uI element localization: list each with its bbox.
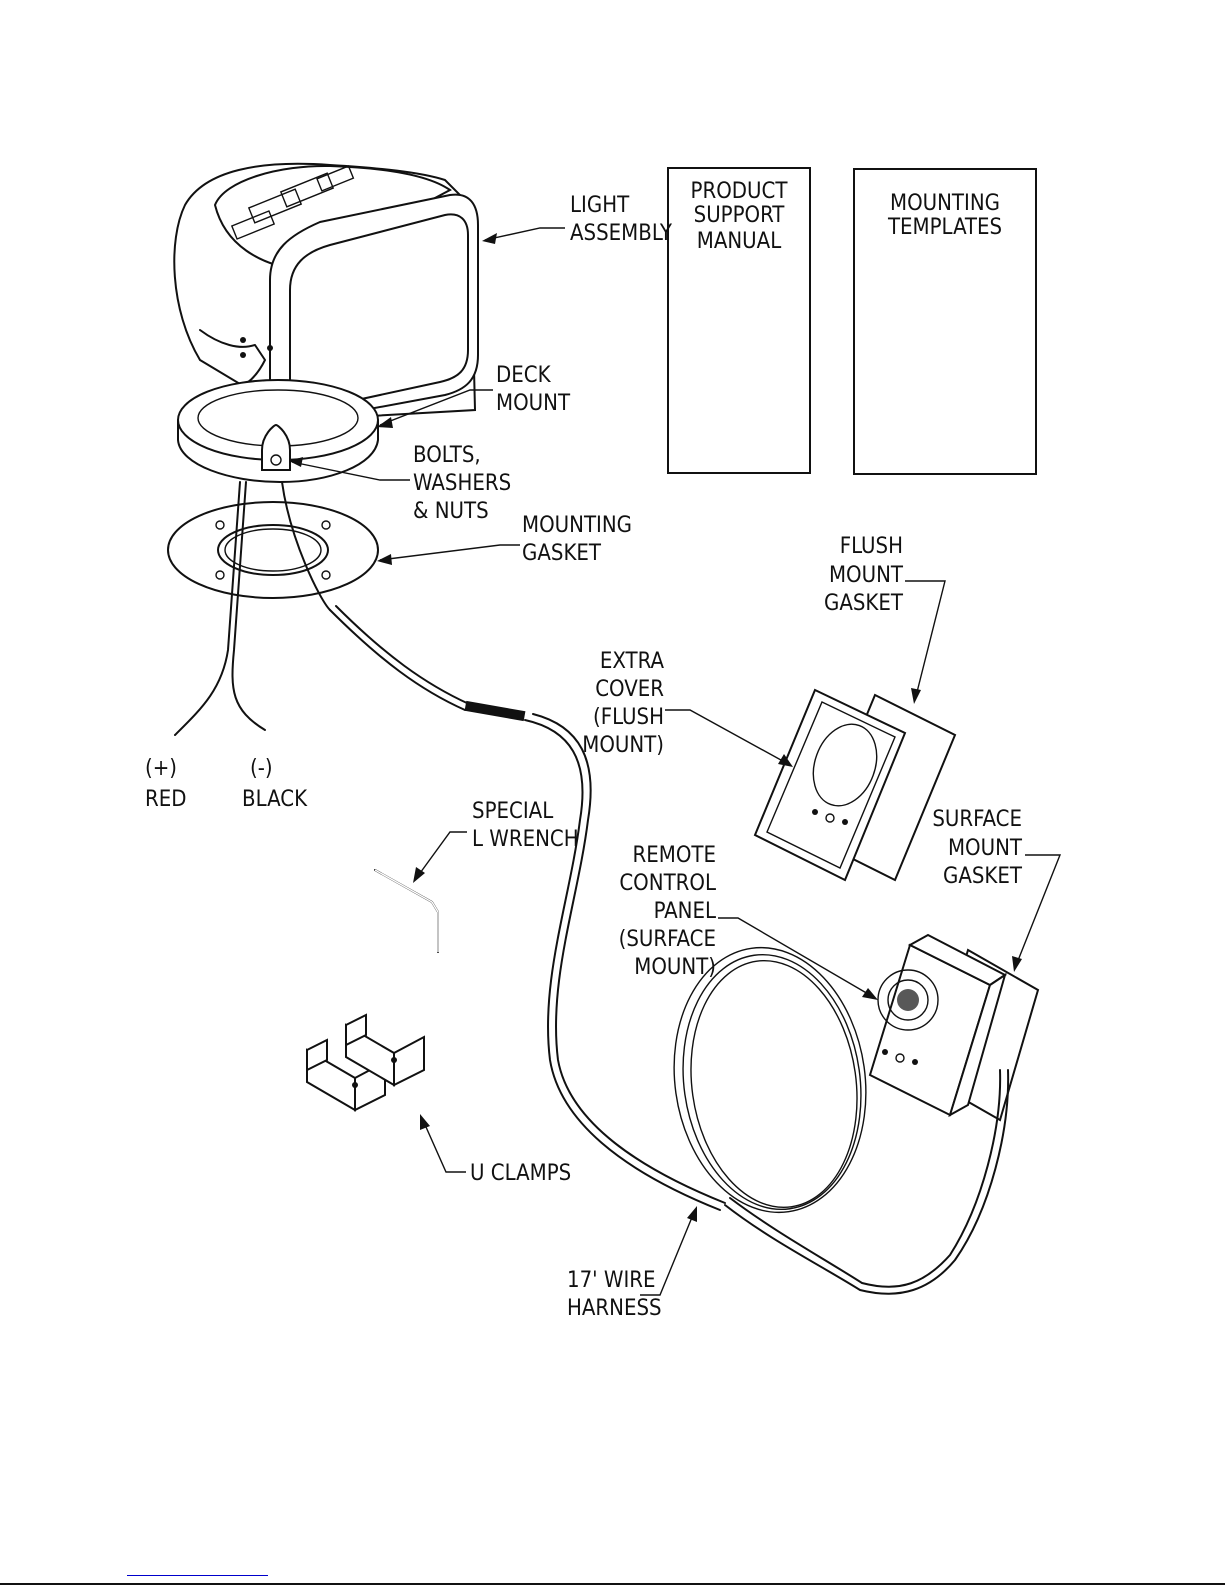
label-flush-gasket-3: GASKET (824, 591, 904, 616)
label-mounting-gasket-1: MOUNTING (522, 513, 632, 538)
label-flush-gasket-2: MOUNT (829, 563, 904, 588)
mounting-gasket-drawing (168, 502, 378, 598)
u-clamps-drawing (307, 1015, 424, 1110)
label-u-clamps: U CLAMPS (470, 1161, 571, 1186)
label-harness-1: 17' WIRE (567, 1268, 656, 1293)
label-remote-panel-2: CONTROL (619, 871, 716, 896)
label-extra-cover-4: MOUNT) (582, 733, 664, 758)
light-assembly-drawing (174, 164, 478, 421)
label-deck-mount-1: DECK (496, 363, 552, 388)
label-deck-mount-2: MOUNT (496, 391, 571, 416)
label-remote-panel-3: PANEL (654, 899, 716, 924)
label-positive-polarity: (+) (145, 756, 177, 781)
label-remote-panel-5: MOUNT) (634, 955, 716, 980)
label-wrench-2: L WRENCH (472, 827, 579, 852)
label-wrench-1: SPECIAL (472, 799, 553, 824)
label-surface-gasket-1: SURFACE (932, 807, 1022, 832)
flush-mount-cover-drawing (755, 690, 955, 880)
label-harness-2: HARNESS (567, 1296, 662, 1321)
footer-link-underline[interactable] (127, 1575, 268, 1576)
label-black-wire: BLACK (242, 787, 308, 812)
label-manual-3: MANUAL (697, 229, 781, 254)
label-manual-1: PRODUCT (691, 179, 789, 204)
label-light-assembly-2: ASSEMBLY (570, 221, 673, 246)
label-light-assembly-1: LIGHT (570, 193, 630, 218)
label-red-wire: RED (145, 787, 187, 812)
label-templates-1: MOUNTING (890, 191, 1000, 216)
label-extra-cover-3: (FLUSH (593, 705, 664, 730)
deck-mount-drawing (178, 380, 378, 482)
l-wrench-drawing (375, 870, 438, 952)
label-remote-panel-1: REMOTE (633, 843, 717, 868)
label-surface-gasket-2: MOUNT (948, 836, 1023, 861)
label-bolts-2: WASHERS (413, 471, 511, 496)
label-flush-gasket-1: FLUSH (840, 534, 903, 559)
label-negative-polarity: (-) (250, 756, 273, 781)
label-templates-2: TEMPLATES (887, 215, 1002, 240)
label-manual-2: SUPPORT (694, 203, 786, 228)
label-surface-gasket-3: GASKET (943, 864, 1023, 889)
label-mounting-gasket-2: GASKET (522, 541, 602, 566)
label-remote-panel-4: (SURFACE (619, 927, 716, 952)
label-extra-cover-1: EXTRA (600, 649, 665, 674)
label-extra-cover-2: COVER (595, 677, 664, 702)
label-bolts-1: BOLTS, (413, 443, 481, 468)
label-bolts-3: & NUTS (413, 499, 489, 524)
surface-mount-panel-drawing (870, 935, 1038, 1120)
